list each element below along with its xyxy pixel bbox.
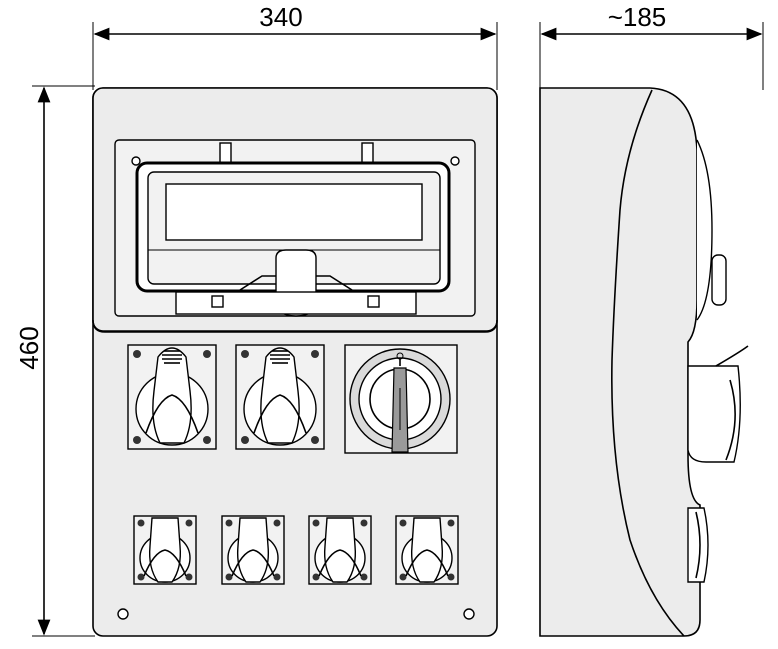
small-socket-3 xyxy=(308,515,372,585)
side-view xyxy=(539,87,749,637)
mounting-hole-right xyxy=(463,608,475,620)
depth-label: ~185 xyxy=(608,2,667,32)
large-socket-1 xyxy=(127,344,217,450)
breaker-window xyxy=(165,183,423,241)
side-latch-knob xyxy=(711,254,727,306)
mounting-hole-left xyxy=(117,608,129,620)
side-small-socket xyxy=(687,507,709,583)
small-socket-1 xyxy=(133,515,197,585)
small-socket-2 xyxy=(221,515,285,585)
front-view xyxy=(92,87,498,637)
rotary-switch xyxy=(344,344,458,454)
dimension-width: 340 xyxy=(92,2,498,90)
width-label: 340 xyxy=(259,2,302,32)
dimension-depth: ~185 xyxy=(539,2,764,90)
side-body xyxy=(539,87,701,637)
large-socket-2 xyxy=(235,344,325,450)
height-label: 460 xyxy=(14,326,44,369)
side-large-socket xyxy=(687,365,741,463)
dimension-height: 460 xyxy=(14,85,95,637)
small-socket-4 xyxy=(395,515,459,585)
